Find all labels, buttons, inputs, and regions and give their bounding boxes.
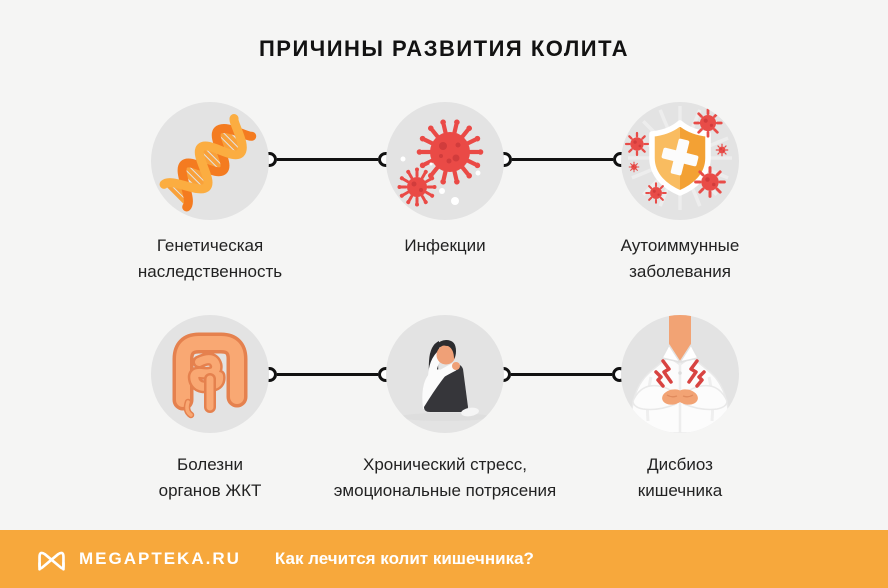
page-title: ПРИЧИНЫ РАЗВИТИЯ КОЛИТА	[258, 36, 630, 61]
cause-dysbiosis-label: Дисбиоз кишечника	[637, 455, 723, 500]
connector-line	[277, 158, 378, 161]
cause-infections-circle	[386, 102, 504, 220]
connector-row2-a	[262, 367, 393, 382]
connector-row2-b	[496, 367, 627, 382]
megapteka-logo-icon	[38, 551, 65, 571]
intestine-icon	[172, 332, 248, 419]
stressed-person-icon	[400, 340, 490, 421]
cause-infections-label: Инфекции	[404, 236, 486, 255]
brand-name: MEGAPTEKA.RU	[79, 549, 241, 568]
cause-gi-circle	[151, 315, 269, 433]
cause-genetics-label: Генетическая наследственность	[137, 236, 283, 281]
footer-bar: MEGAPTEKA.RU Как лечится колит кишечника…	[0, 530, 888, 588]
shield-cross-icon	[624, 104, 734, 212]
connector-line	[277, 373, 378, 376]
cause-genetics-circle	[151, 102, 269, 220]
cause-gi-label: Болезни органов ЖКТ	[158, 455, 262, 500]
dna-icon	[159, 114, 257, 212]
virus-icon	[396, 102, 504, 208]
connector-row1-b	[497, 152, 628, 167]
stomach-pain-icon	[630, 315, 730, 433]
cause-dysbiosis-circle	[621, 315, 739, 433]
connector-row1-a	[262, 152, 393, 167]
cause-autoimmune-circle	[621, 102, 739, 220]
cause-autoimmune-label: Аутоиммунные заболевания	[620, 236, 740, 281]
cause-stress-label: Хронический стресс, эмоциональные потряс…	[333, 455, 557, 500]
cause-stress-circle	[386, 315, 504, 433]
connector-line	[511, 373, 612, 376]
connector-line	[512, 158, 613, 161]
footer-question: Как лечится колит кишечника?	[274, 549, 534, 568]
